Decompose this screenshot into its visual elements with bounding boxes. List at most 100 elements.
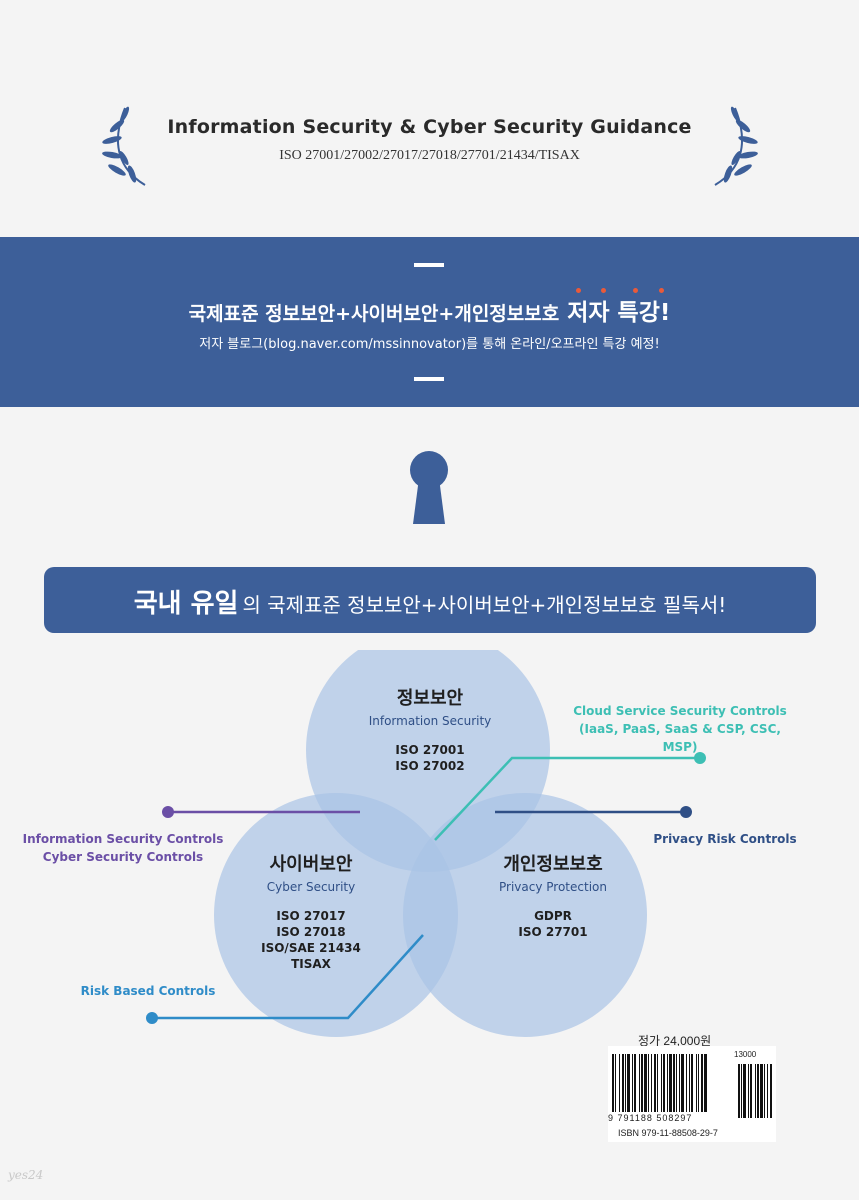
callout-privacy: Privacy Risk Controls bbox=[640, 830, 810, 848]
emphasis-dot bbox=[633, 288, 639, 293]
connector-risk bbox=[152, 934, 424, 1020]
barcode-addon-bar bbox=[757, 1064, 759, 1118]
barcode-bar bbox=[669, 1054, 672, 1112]
cyber-security-title: 사이버보안 bbox=[269, 854, 353, 875]
barcode-addon-bar bbox=[748, 1064, 749, 1118]
emphasis-dot bbox=[659, 288, 665, 293]
callout-infosec: Information Security Controls Cyber Secu… bbox=[20, 830, 226, 866]
standard-item: ISO 27002 bbox=[395, 759, 465, 773]
barcode-addon-bar bbox=[770, 1064, 772, 1118]
banner-dash-top bbox=[414, 263, 444, 267]
price-label: 정가 24,000원 bbox=[638, 1034, 712, 1048]
cyber-security-en: Cyber Security bbox=[266, 880, 356, 894]
barcode-addon-bar bbox=[760, 1064, 763, 1118]
banner-dash-bottom bbox=[414, 377, 444, 381]
privacy-protection-standards: GDPR ISO 27701 bbox=[453, 908, 653, 940]
barcode-addon-bar bbox=[764, 1064, 765, 1118]
standard-item: GDPR bbox=[534, 909, 572, 923]
barcode-addon: 13000 bbox=[734, 1050, 757, 1059]
banner-subtext: 저자 블로그(blog.naver.com/mssinnovator)를 통해 … bbox=[199, 337, 660, 352]
barcode-addon-bar bbox=[741, 1064, 742, 1118]
barcode-bar bbox=[615, 1054, 616, 1112]
info-security-standards: ISO 27001 ISO 27002 bbox=[330, 742, 530, 774]
keyhole-icon bbox=[410, 451, 448, 524]
barcode-bar bbox=[701, 1054, 703, 1112]
callout-cloud-line1: Cloud Service Security Controls bbox=[573, 704, 787, 718]
cyber-security-standards: ISO 27017 ISO 27018 ISO/SAE 21434 TISAX bbox=[211, 908, 411, 972]
callout-risk: Risk Based Controls bbox=[68, 982, 228, 1000]
connector-risk-dot bbox=[146, 1012, 158, 1024]
callout-infosec-line2: Cyber Security Controls bbox=[42, 850, 204, 864]
callout-infosec-line1: Information Security Controls bbox=[22, 832, 224, 846]
standard-item: ISO 27018 bbox=[276, 925, 346, 939]
barcode-addon-bar bbox=[755, 1064, 756, 1118]
emphasis-dot bbox=[601, 288, 607, 293]
barcode-bar bbox=[648, 1054, 649, 1112]
emphasis-dot bbox=[576, 288, 582, 293]
barcode-digits: 9 791188 508297 bbox=[608, 1113, 693, 1123]
barcode-bar bbox=[657, 1054, 658, 1112]
barcode bbox=[608, 1046, 776, 1142]
cyber-security-label: 사이버보안 Cyber Security ISO 27017 ISO 27018… bbox=[211, 850, 411, 972]
connector-cloud bbox=[434, 756, 700, 841]
circle-cyber-security bbox=[214, 793, 458, 1037]
callout-privacy-line1: Privacy Risk Controls bbox=[653, 832, 797, 846]
barcode-bar bbox=[622, 1054, 624, 1112]
barcode-addon-bar bbox=[767, 1064, 768, 1118]
barcode-addon-bar bbox=[743, 1064, 746, 1118]
privacy-protection-label: 개인정보보호 Privacy Protection GDPR ISO 27701 bbox=[453, 850, 653, 940]
connector-privacy-dot bbox=[680, 806, 692, 818]
unique-book-strong: 국내 유일 bbox=[133, 589, 239, 619]
connector-cloud-dot bbox=[694, 752, 706, 764]
barcode-bar bbox=[634, 1054, 636, 1112]
barcode-bar bbox=[632, 1054, 633, 1112]
standard-item: ISO/SAE 21434 bbox=[261, 941, 361, 955]
barcode-bar bbox=[663, 1054, 665, 1112]
callout-cloud-line2: (IaaS, PaaS, SaaS & CSP, CSC, MSP) bbox=[579, 722, 781, 754]
privacy-protection-en: Privacy Protection bbox=[499, 880, 607, 894]
barcode-bar bbox=[627, 1054, 630, 1112]
barcode-bar bbox=[676, 1054, 677, 1112]
venn-graphic bbox=[146, 650, 706, 1037]
circle-privacy-protection bbox=[403, 793, 647, 1037]
barcode-bar bbox=[698, 1054, 699, 1112]
laurel-right-icon bbox=[714, 106, 758, 186]
barcode-addon-bar bbox=[738, 1064, 740, 1118]
standard-item: ISO 27017 bbox=[276, 909, 346, 923]
banner-headline-text: 국제표준 정보보안+사이버보안+개인정보보호 bbox=[188, 303, 560, 325]
venn-diagram: 정보보안 Information Security ISO 27001 ISO … bbox=[0, 650, 859, 1050]
barcode-bar bbox=[696, 1054, 697, 1112]
barcode-bar bbox=[639, 1054, 640, 1112]
barcode-bar bbox=[651, 1054, 652, 1112]
standard-item: ISO 27001 bbox=[395, 743, 465, 757]
barcode-bar bbox=[704, 1054, 707, 1112]
connector-infosec-dot bbox=[162, 806, 174, 818]
barcode-bar bbox=[679, 1054, 680, 1112]
laurel-left-icon bbox=[102, 106, 146, 186]
barcode-bar bbox=[673, 1054, 675, 1112]
banner-highlight: 저자 특강! bbox=[567, 288, 671, 326]
callout-risk-line1: Risk Based Controls bbox=[80, 984, 216, 998]
info-security-label: 정보보안 Information Security ISO 27001 ISO … bbox=[330, 684, 530, 774]
barcode-bar bbox=[619, 1054, 620, 1112]
info-security-title: 정보보안 bbox=[396, 688, 464, 709]
cover-title: Information Security & Cyber Security Gu… bbox=[167, 116, 692, 138]
banner-highlight-text: 저자 특강! bbox=[567, 300, 671, 326]
banner-headline: 국제표준 정보보안+사이버보안+개인정보보호 저자 특강! bbox=[0, 288, 859, 327]
privacy-protection-title: 개인정보보호 bbox=[503, 854, 603, 875]
barcode-bar bbox=[691, 1054, 693, 1112]
standard-item: ISO 27701 bbox=[518, 925, 588, 939]
standards-subtitle: ISO 27001/27002/27017/27018/27701/21434/… bbox=[279, 148, 580, 163]
unique-book-rest: 의 국제표준 정보보안+사이버보안+개인정보보호 필독서! bbox=[242, 593, 727, 617]
barcode-bar bbox=[661, 1054, 662, 1112]
barcode-bars bbox=[612, 1054, 772, 1118]
barcode-bar bbox=[686, 1054, 687, 1112]
watermark-text: yes24 bbox=[8, 1168, 44, 1182]
barcode-bar bbox=[625, 1054, 626, 1112]
standard-item: TISAX bbox=[291, 957, 331, 971]
barcode-bar bbox=[654, 1054, 656, 1112]
barcode-bar bbox=[641, 1054, 643, 1112]
barcode-bar bbox=[667, 1054, 668, 1112]
